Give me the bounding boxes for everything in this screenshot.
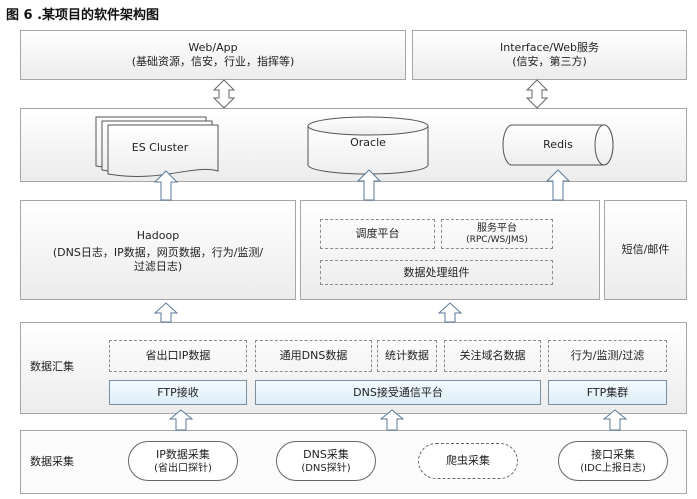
oracle-label: Oracle bbox=[350, 136, 386, 149]
up-arrow-processing-redis bbox=[545, 169, 571, 201]
general-dns-data-label: 通用DNS数据 bbox=[279, 349, 348, 362]
interface-name: Interface/Web服务 bbox=[500, 41, 599, 54]
watched-domain-data-label: 关注域名数据 bbox=[459, 349, 526, 362]
ftp-receive: FTP接收 bbox=[109, 380, 247, 405]
redis-cylinder bbox=[502, 124, 614, 166]
ip-collection-name: IP数据采集 bbox=[156, 447, 210, 461]
province-ip-data: 省出口IP数据 bbox=[109, 340, 247, 372]
behavior-monitor-filter: 行为/监测/过滤 bbox=[548, 340, 667, 372]
web-app-name: Web/App bbox=[188, 41, 238, 54]
ftp-cluster: FTP集群 bbox=[548, 380, 667, 405]
statistics-data: 统计数据 bbox=[377, 340, 437, 372]
web-app-desc: (基础资源，信安，行业，指挥等) bbox=[131, 55, 295, 68]
up-arrow-agg-processing bbox=[437, 302, 463, 323]
up-arrow-collect-dns bbox=[379, 409, 405, 431]
ftp-cluster-label: FTP集群 bbox=[586, 385, 629, 399]
page-title: 图 6 .某项目的软件架构图 bbox=[6, 8, 160, 23]
collection-label: 数据采集 bbox=[30, 455, 74, 468]
hadoop-desc-line2: 过滤日志) bbox=[133, 259, 183, 273]
province-ip-data-label: 省出口IP数据 bbox=[145, 349, 211, 362]
service-platform: 服务平台 (RPC/WS/JMS) bbox=[441, 219, 553, 249]
dns-collection-name: DNS采集 bbox=[303, 447, 349, 461]
data-processing-label: 数据处理组件 bbox=[403, 265, 470, 279]
hadoop-content: Hadoop (DNS日志，IP数据，网页数据，行为/监测/ 过滤日志) bbox=[22, 226, 294, 276]
oracle-cylinder bbox=[307, 116, 429, 175]
up-arrow-hadoop-es bbox=[153, 170, 179, 201]
double-arrow-right bbox=[525, 79, 549, 109]
interface-desc: (信安，第三方) bbox=[512, 55, 587, 68]
es-cluster-label: ES Cluster bbox=[131, 141, 189, 154]
processing-box bbox=[300, 200, 600, 300]
dns-receive-platform-label: DNS接受通信平台 bbox=[353, 385, 443, 399]
schedule-platform-label: 调度平台 bbox=[355, 227, 400, 240]
hadoop-desc-line1: (DNS日志，IP数据，网页数据，行为/监测/ bbox=[52, 245, 264, 259]
general-dns-data: 通用DNS数据 bbox=[255, 340, 372, 372]
web-app-box: Web/App (基础资源，信安，行业，指挥等) bbox=[20, 30, 406, 80]
sms-email-box: 短信/邮件 bbox=[604, 200, 687, 300]
dns-collection-sub: (DNS探针) bbox=[301, 462, 351, 474]
api-collection-sub: (IDC上报日志) bbox=[580, 462, 646, 474]
es-cluster-shape bbox=[95, 116, 219, 177]
watched-domain-data: 关注域名数据 bbox=[444, 340, 541, 372]
ip-collection-sub: (省出口探针) bbox=[154, 462, 212, 474]
sms-email-label: 短信/邮件 bbox=[621, 243, 670, 256]
behavior-monitor-filter-label: 行为/监测/过滤 bbox=[570, 349, 645, 362]
redis-label: Redis bbox=[543, 138, 573, 151]
aggregation-label: 数据汇集 bbox=[30, 360, 74, 373]
hadoop-name: Hadoop bbox=[136, 228, 180, 242]
data-processing-component: 数据处理组件 bbox=[320, 260, 553, 285]
dns-collection: DNS采集 (DNS探针) bbox=[276, 441, 376, 481]
crawler-collection: 爬虫采集 bbox=[418, 443, 518, 479]
api-collection: 接口采集 (IDC上报日志) bbox=[558, 441, 668, 481]
dns-receive-platform: DNS接受通信平台 bbox=[255, 380, 541, 405]
api-collection-name: 接口采集 bbox=[591, 447, 635, 461]
up-arrow-agg-hadoop bbox=[153, 302, 179, 323]
ftp-receive-label: FTP接收 bbox=[157, 385, 199, 399]
up-arrow-processing-oracle bbox=[356, 169, 382, 201]
hadoop-box bbox=[20, 200, 296, 300]
interface-box: Interface/Web服务 (信安，第三方) bbox=[412, 30, 687, 80]
ip-data-collection: IP数据采集 (省出口探针) bbox=[128, 441, 238, 481]
up-arrow-collect-ftp bbox=[168, 409, 194, 431]
double-arrow-left bbox=[212, 79, 236, 109]
crawler-collection-label: 爬虫采集 bbox=[446, 454, 490, 467]
up-arrow-collect-ftp-cluster bbox=[602, 409, 628, 431]
statistics-data-label: 统计数据 bbox=[385, 349, 429, 362]
service-platform-label: 服务平台 bbox=[477, 223, 517, 234]
service-platform-protocols: (RPC/WS/JMS) bbox=[466, 235, 528, 245]
schedule-platform: 调度平台 bbox=[320, 219, 435, 249]
